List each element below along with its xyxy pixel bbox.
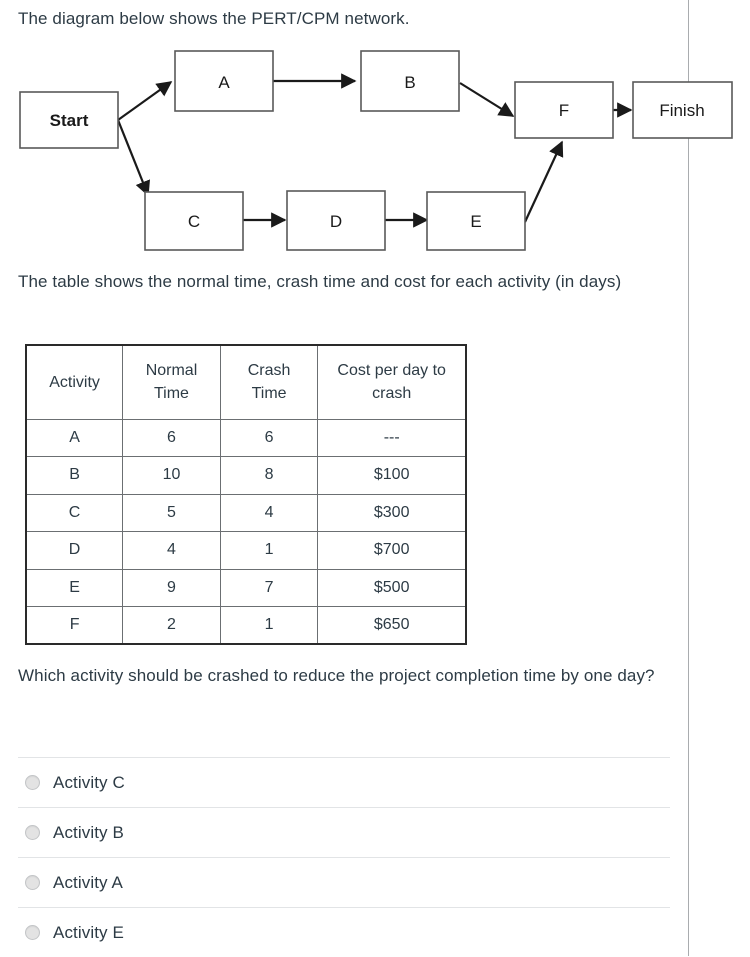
diagram-node-b: B — [360, 50, 460, 112]
edge-b-f — [459, 82, 515, 117]
diagram-edges — [116, 73, 633, 228]
cell-normal-time: 6 — [122, 418, 221, 457]
radio-button-icon[interactable] — [25, 875, 40, 890]
diagram-node-start-label: Start — [50, 111, 89, 130]
cell-cost-per-day: $300 — [317, 493, 467, 532]
answer-option-4[interactable]: Activity E — [18, 907, 670, 957]
answer-option-1[interactable]: Activity C — [18, 757, 670, 807]
header-cost-per-day: Cost per day to crash — [317, 344, 467, 420]
cell-normal-time: 2 — [122, 606, 221, 645]
radio-button-icon[interactable] — [25, 775, 40, 790]
header-normal-time-line2: Time — [153, 385, 189, 403]
cell-crash-time: 8 — [219, 456, 319, 495]
cell-activity: F — [25, 606, 124, 645]
edge-start-c — [116, 119, 151, 197]
cell-crash-time: 7 — [219, 568, 319, 607]
answer-options-list: Activity C Activity B Activity A Activit… — [18, 757, 670, 957]
radio-button-icon[interactable] — [25, 825, 40, 840]
diagram-node-start: Start — [19, 91, 119, 149]
cell-cost-per-day: $100 — [317, 456, 467, 495]
question-prompt: Which activity should be crashed to redu… — [18, 666, 655, 685]
cell-activity: D — [25, 531, 124, 570]
answer-option-label: Activity B — [53, 822, 124, 842]
diagram-node-e-label: E — [470, 212, 481, 231]
table-row: F 2 1 $650 — [25, 606, 467, 645]
header-cost-per-day-line1: Cost per day to — [337, 362, 446, 380]
crash-cost-table: Activity Normal Time Crash Time Cost per… — [25, 344, 467, 645]
answer-option-2[interactable]: Activity B — [18, 807, 670, 857]
diagram-node-d: D — [286, 190, 386, 251]
table-row: B 10 8 $100 — [25, 456, 467, 495]
cell-crash-time: 1 — [219, 606, 319, 645]
answer-option-label: Activity E — [53, 922, 124, 942]
diagram-node-a-label: A — [218, 73, 230, 92]
header-crash-time: Crash Time — [219, 344, 319, 420]
table-row: A 6 6 --- — [25, 418, 467, 457]
diagram-node-c: C — [144, 191, 244, 251]
cell-activity: B — [25, 456, 124, 495]
diagram-node-finish: Finish — [632, 81, 733, 139]
header-normal-time: Normal Time — [122, 344, 221, 420]
cell-crash-time: 1 — [219, 531, 319, 570]
diagram-node-b-label: B — [404, 73, 415, 92]
cell-crash-time: 4 — [219, 493, 319, 532]
diagram-node-f-label: F — [559, 101, 569, 120]
header-activity: Activity — [25, 344, 124, 420]
table-row: E 9 7 $500 — [25, 568, 467, 607]
diagram-node-d-label: D — [330, 212, 342, 231]
header-crash-time-line1: Crash — [247, 362, 291, 380]
diagram-caption: The diagram below shows the PERT/CPM net… — [18, 9, 410, 28]
diagram-node-e: E — [426, 191, 526, 251]
cell-normal-time: 10 — [122, 456, 221, 495]
cell-activity: A — [25, 418, 124, 457]
answer-option-label: Activity C — [53, 772, 125, 792]
diagram-nodes: Start A B C — [19, 50, 733, 251]
pert-cpm-network-diagram: Start A B C — [0, 40, 750, 265]
header-normal-time-line1: Normal — [145, 362, 198, 380]
table-header: Activity Normal Time Crash Time Cost per… — [25, 344, 467, 420]
radio-button-icon[interactable] — [25, 925, 40, 940]
page-right-rule — [688, 0, 689, 956]
edge-e-f — [524, 140, 564, 223]
cell-crash-time: 6 — [219, 418, 319, 457]
diagram-node-c-label: C — [188, 212, 200, 231]
table-header-row: Activity Normal Time Crash Time Cost per… — [25, 344, 467, 420]
cell-cost-per-day: $500 — [317, 568, 467, 607]
cell-cost-per-day: $700 — [317, 531, 467, 570]
diagram-node-f: F — [514, 81, 614, 139]
header-cost-per-day-line2: crash — [372, 385, 412, 403]
cell-normal-time: 4 — [122, 531, 221, 570]
cell-normal-time: 9 — [122, 568, 221, 607]
table-body: A 6 6 --- B 10 8 $100 C 5 4 $300 D 4 1 — [25, 418, 467, 645]
cell-activity: E — [25, 568, 124, 607]
cell-cost-per-day: --- — [317, 418, 467, 457]
table-row: D 4 1 $700 — [25, 531, 467, 570]
table-caption: The table shows the normal time, crash t… — [18, 272, 622, 291]
cell-normal-time: 5 — [122, 493, 221, 532]
answer-option-label: Activity A — [53, 872, 123, 892]
table-row: C 5 4 $300 — [25, 493, 467, 532]
cell-cost-per-day: $650 — [317, 606, 467, 645]
edge-start-a — [117, 81, 173, 121]
diagram-node-finish-label: Finish — [659, 101, 704, 120]
cell-activity: C — [25, 493, 124, 532]
diagram-node-a: A — [174, 50, 274, 112]
question-content: The diagram below shows the PERT/CPM net… — [18, 9, 733, 957]
answer-option-3[interactable]: Activity A — [18, 857, 670, 907]
header-crash-time-line2: Time — [251, 385, 287, 403]
